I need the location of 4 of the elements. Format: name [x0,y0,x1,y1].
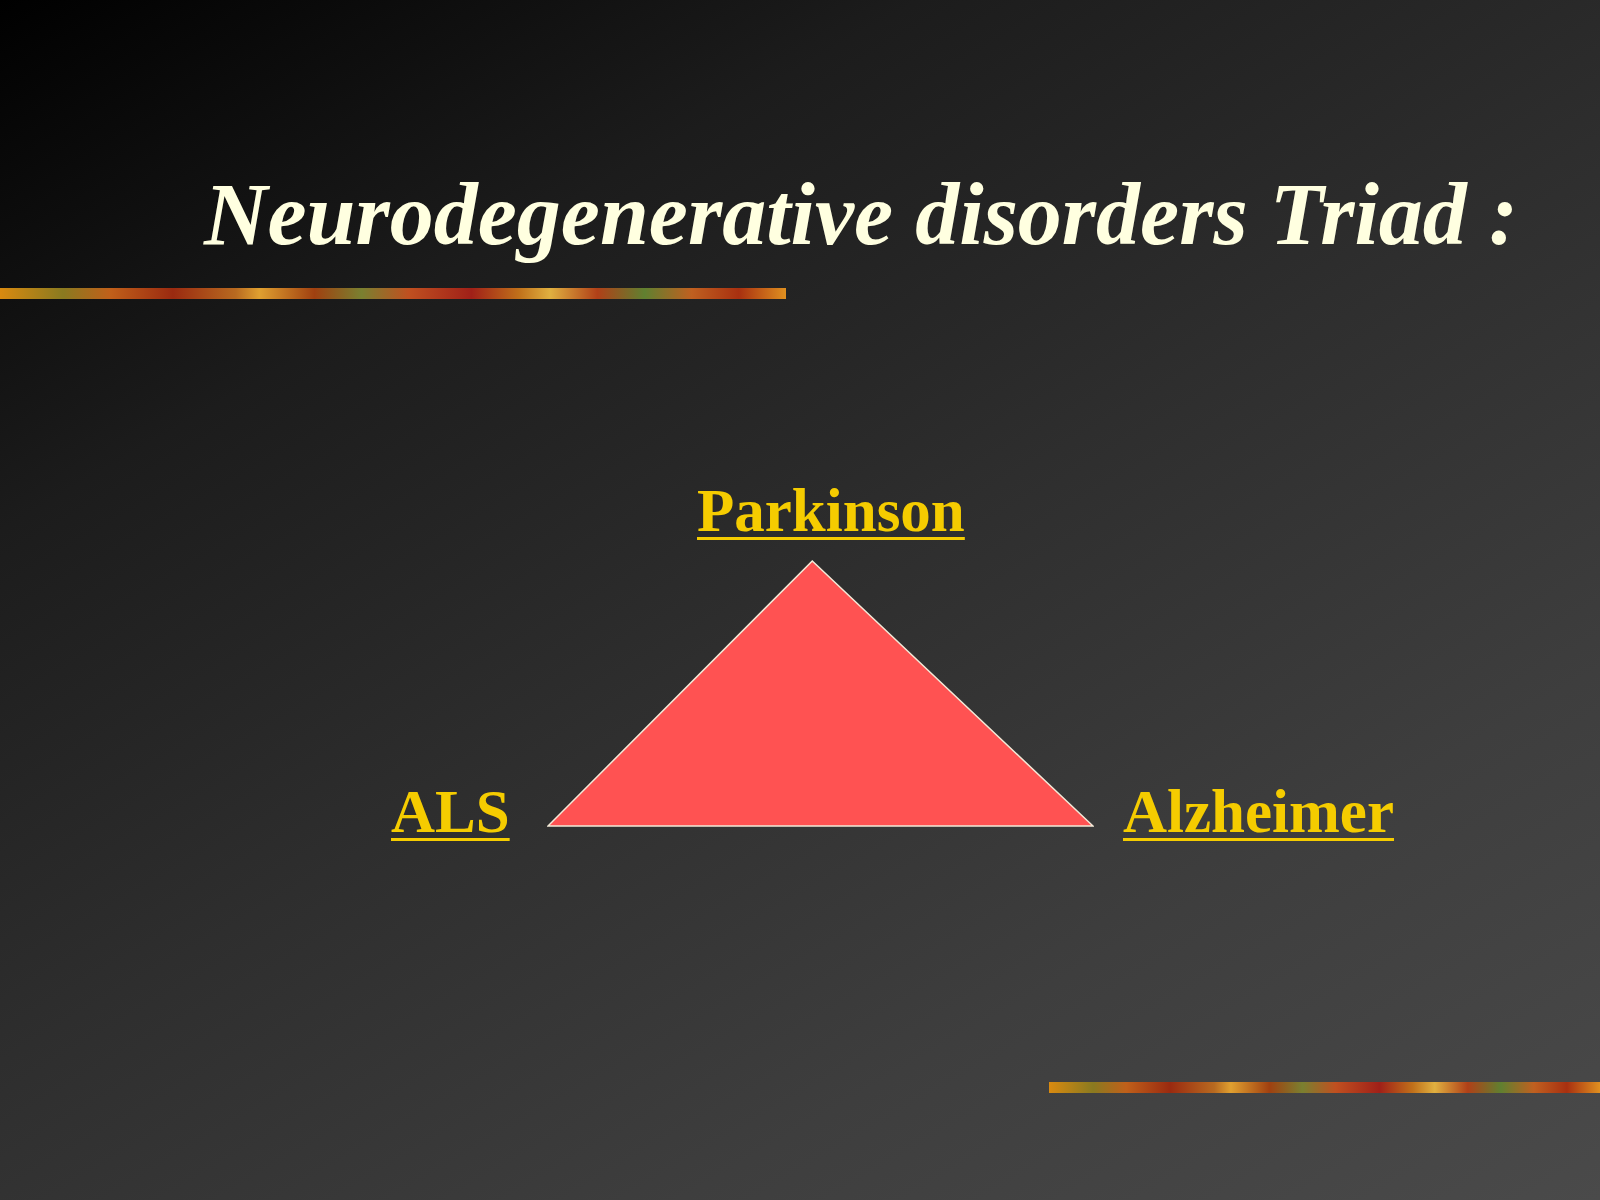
triangle-shape [547,560,1094,827]
vertex-label: Parkinson [697,480,965,541]
vertex-label: Alzheimer [1123,781,1394,842]
vertex-label: ALS [391,781,510,842]
